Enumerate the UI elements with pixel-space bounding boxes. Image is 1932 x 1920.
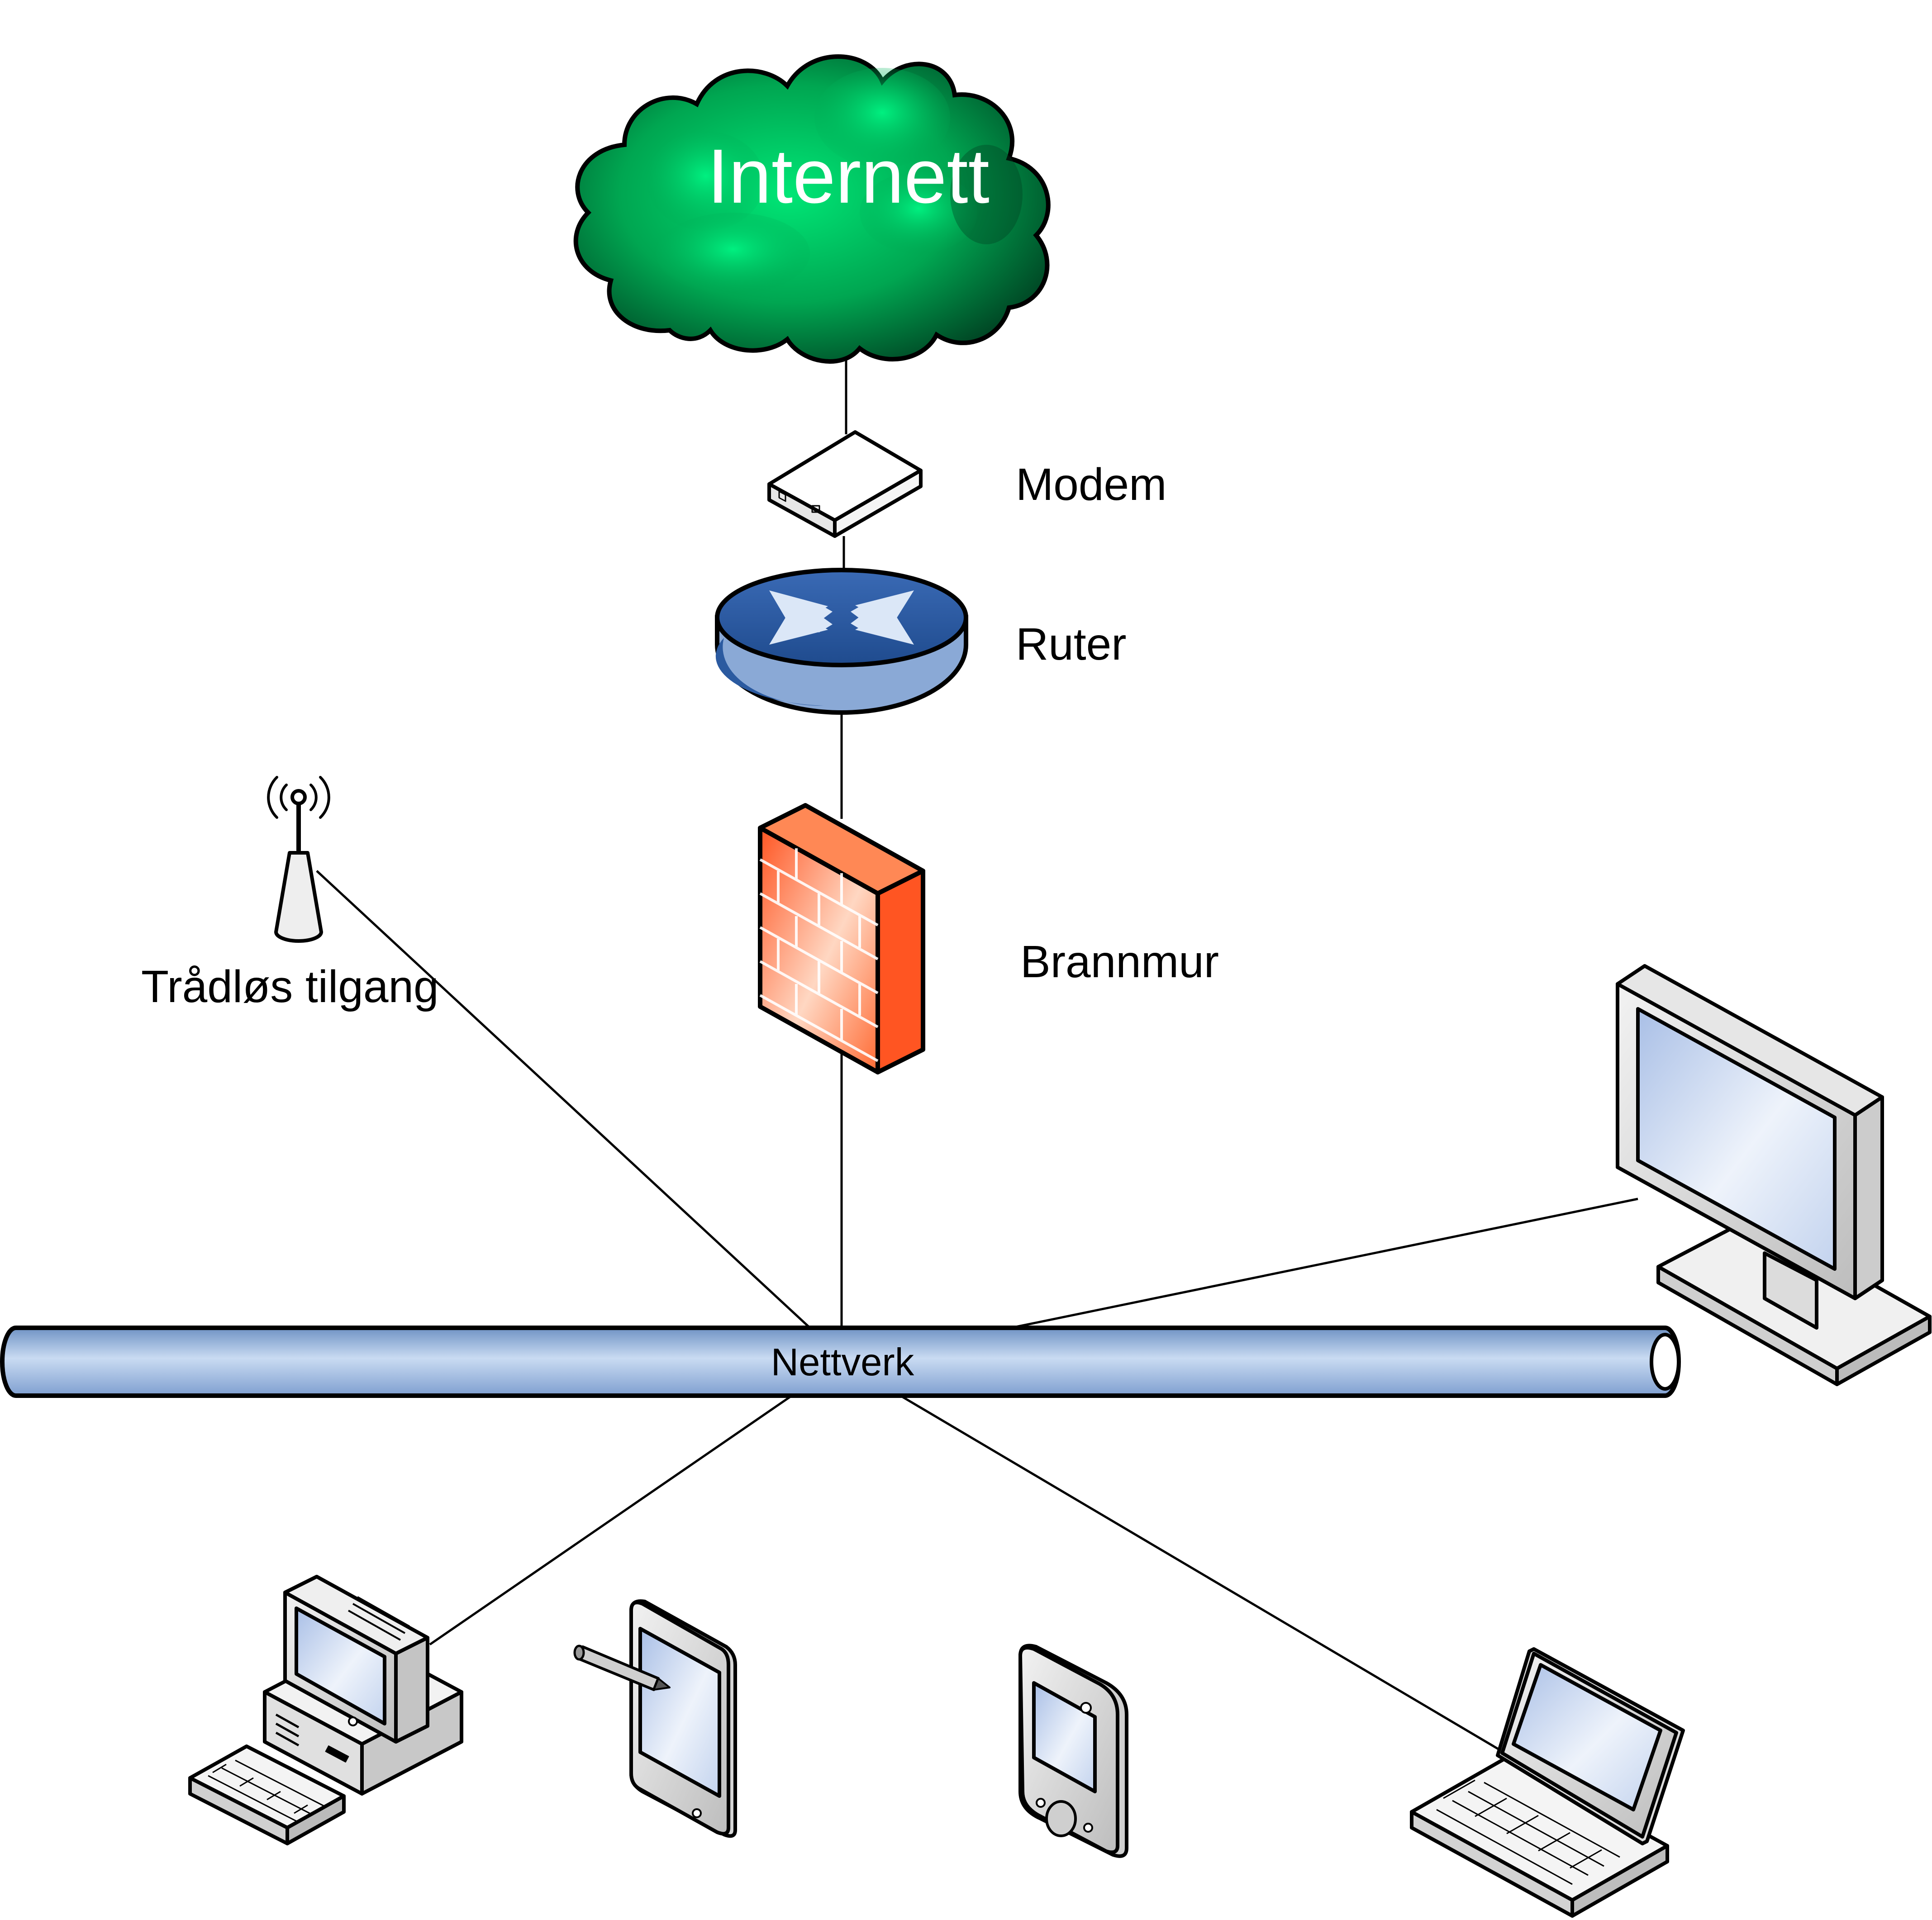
connection-lines — [316, 330, 1638, 1757]
line-monitor-network — [1011, 1198, 1638, 1329]
tablet-icon — [573, 1599, 737, 1838]
modem-label: Modem — [1016, 459, 1166, 510]
wireless-access-label: Trådløs tilgang — [141, 961, 439, 1012]
wireless-access-point-icon — [267, 776, 330, 943]
network-label: Nettverk — [771, 1341, 914, 1384]
line-network-laptop — [899, 1394, 1510, 1757]
firewall-label: Brannmur — [1020, 936, 1219, 987]
network-bus: Nettverk — [0, 1326, 1681, 1398]
pda-icon — [1018, 1644, 1128, 1858]
router-icon — [715, 568, 968, 715]
internet-label: Internett — [707, 133, 990, 219]
desktop-computer-icon — [188, 1575, 463, 1845]
laptop-icon — [1410, 1647, 1685, 1918]
cloud-icon: Internett — [573, 54, 1051, 364]
firewall-icon — [758, 803, 925, 1074]
line-network-desktop — [429, 1394, 793, 1646]
router-label: Ruter — [1016, 619, 1127, 670]
line-wireless-network — [316, 870, 811, 1329]
monitor-icon — [1616, 964, 1932, 1386]
modem-icon — [767, 430, 923, 538]
stylus-icon — [573, 1644, 671, 1691]
